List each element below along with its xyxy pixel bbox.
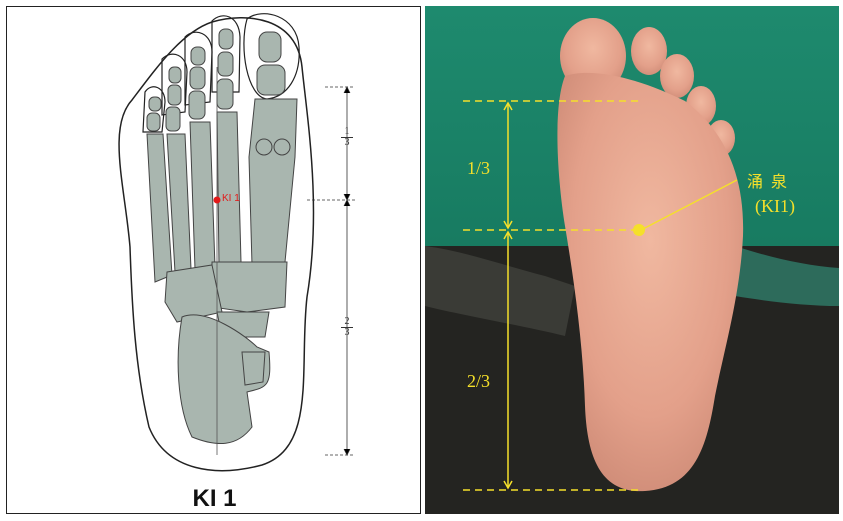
ki1-point-label: KI 1	[222, 193, 240, 204]
sesamoid-1	[256, 139, 272, 155]
diagram-caption: KI 1	[7, 485, 421, 513]
ki1-point-marker	[214, 197, 221, 204]
third-toe	[660, 54, 694, 98]
upper-third-fraction: 1 3	[341, 127, 353, 148]
upper-fraction-denominator: 3	[341, 138, 353, 148]
foot-bone-diagram	[7, 7, 421, 514]
point-name-chinese: 涌 泉	[747, 168, 789, 192]
point-code-label: (KI1)	[755, 196, 795, 217]
tarsals	[165, 262, 287, 444]
lower-two-thirds-label: 2/3	[467, 371, 490, 392]
lower-two-thirds-fraction: 2 3	[341, 317, 353, 338]
lower-fraction-denominator: 3	[341, 328, 353, 338]
foot-sole-photo	[425, 6, 839, 514]
sesamoid-2	[274, 139, 290, 155]
ki1-point-marker-photo	[633, 224, 645, 236]
upper-third-label: 1/3	[467, 158, 490, 179]
anatomical-diagram-panel: KI 1 1 3 2 3 KI 1	[6, 6, 421, 514]
foot-photo-panel: 1/3 2/3 涌 泉 (KI1)	[425, 6, 839, 514]
